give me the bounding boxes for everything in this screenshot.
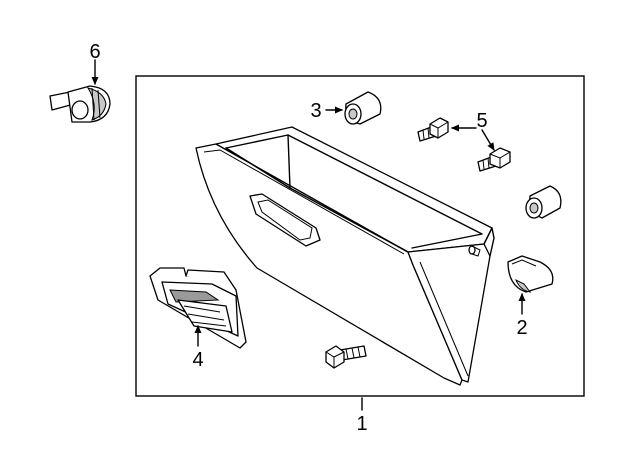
damper-2 [507,255,554,293]
leader-5b [481,129,495,151]
screw-upper [417,117,449,142]
callout-5: 5 [476,110,487,132]
bump-stop-right [525,185,562,219]
latch-4 [149,267,247,349]
callout-1: 1 [356,413,367,435]
bolt [325,345,367,369]
screw-lower [477,147,511,172]
lock-cylinder-6 [49,85,111,123]
glove-box [195,126,495,386]
callout-6: 6 [89,41,100,63]
callout-4: 4 [192,349,203,371]
callout-3: 3 [310,100,321,122]
callout-2: 2 [516,317,527,339]
bump-stop-3 [344,91,382,125]
assembly-frame [135,75,585,397]
